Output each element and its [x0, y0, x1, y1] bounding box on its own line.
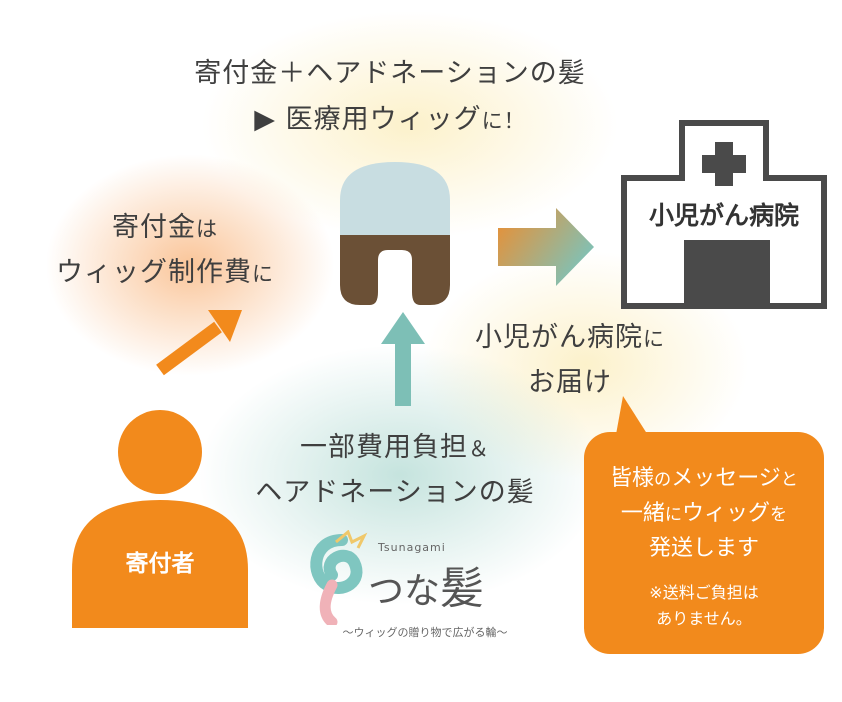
donor-person-icon [72, 410, 248, 628]
bottom-note-line1: 一部費用負担＆ [225, 430, 565, 467]
callout-line1-a: 皆様 [610, 466, 655, 491]
arrow-right-gradient [498, 208, 594, 286]
bottom-note-line1-suffix: ＆ [467, 436, 491, 461]
title-line2-text: 医療用ウィッグ [285, 104, 482, 135]
callout-pointer [615, 396, 651, 440]
bottom-note-line1-text: 一部費用負担 [299, 432, 468, 463]
title: 寄付金＋ヘアドネーションの髪 ▶ 医療用ウィッグに！ [150, 56, 630, 139]
left-note-line1-suffix: は [195, 216, 219, 241]
callout-line2: 一緒にウィッグを [584, 497, 824, 532]
callout-line1-d: と [780, 470, 798, 490]
hospital-name: 小児がん病院 [648, 201, 799, 230]
bottom-note-line2: ヘアドネーションの髪 [255, 477, 535, 508]
logo-name-kanji: 髪 [440, 563, 485, 614]
logo-reading: Tsunagami [378, 541, 446, 554]
hospital-note-line1-text: 小児がん病院 [474, 322, 643, 353]
hospital-building [621, 120, 827, 309]
title-line2-suffix: に！ [481, 108, 526, 133]
callout-bubble: 皆様のメッセージと 一緒にウィッグを 発送します ※送料ご負担は ありません。 [584, 432, 824, 654]
title-line1: 寄付金＋ヘアドネーションの髪 [150, 56, 630, 92]
hospital-door [684, 240, 770, 306]
left-note: 寄付金は ウィッグ制作費に [20, 210, 310, 292]
wig-hair [340, 230, 450, 305]
wig-figure [340, 162, 450, 305]
arrow-diagonal-orange [156, 310, 242, 376]
logo-name-kana: つな [368, 571, 441, 612]
callout-line1-c: メッセージ [671, 466, 781, 491]
logo-name: つな髪 [368, 552, 484, 616]
callout-line2-d: を [770, 505, 788, 525]
hospital-note-line2: お届け [528, 367, 612, 398]
callout-line2-b: に [664, 505, 682, 525]
left-note-line1-text: 寄付金 [111, 212, 196, 243]
play-arrow-icon: ▶ [254, 104, 277, 135]
callout-note1: ※送料ご負担は [649, 583, 759, 602]
title-line2: ▶ 医療用ウィッグに！ [150, 102, 630, 139]
hospital-note-line1: 小児がん病院に [445, 320, 695, 357]
logo-tagline: 〜ウィッグの贈り物で広がる輪〜 [342, 626, 508, 639]
tsunagami-logo-icon [310, 530, 368, 625]
callout-line3: 発送します [648, 536, 759, 561]
callout-line2-c: ウィッグ [682, 501, 771, 526]
arrow-up-teal [381, 312, 425, 406]
left-note-line2: ウィッグ制作費に [20, 255, 310, 292]
callout-line2-a: 一緒 [620, 501, 665, 526]
callout-note2: ありません。 [656, 609, 752, 628]
donor-label: 寄付者 [125, 551, 195, 577]
hospital-note-line1-suffix: に [642, 326, 666, 351]
hospital-note: 小児がん病院に お届け [445, 320, 695, 401]
left-note-line1: 寄付金は [20, 210, 310, 247]
left-note-line2-suffix: に [251, 261, 275, 286]
title-line1-text: 寄付金＋ヘアドネーションの髪 [194, 58, 586, 89]
left-note-line2-text: ウィッグ制作費 [55, 257, 252, 288]
callout-line1: 皆様のメッセージと [584, 462, 824, 497]
bottom-note: 一部費用負担＆ ヘアドネーションの髪 [225, 430, 565, 511]
wig-cap [340, 162, 450, 235]
callout-line1-b: の [654, 470, 672, 490]
